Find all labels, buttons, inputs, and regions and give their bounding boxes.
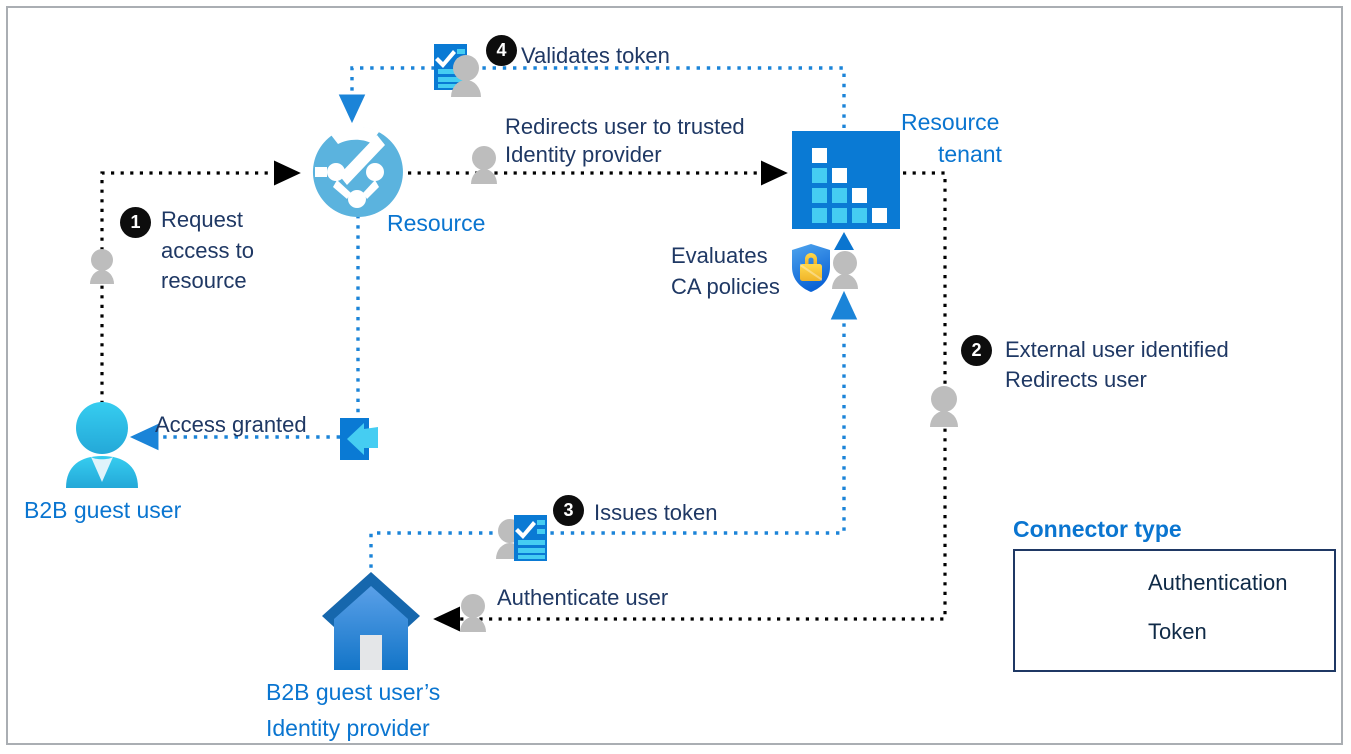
edge-label-redirect-line2: Identity provider [505, 142, 662, 167]
edge-label-ca-line1: Evaluates [671, 243, 768, 268]
person-gray-icon-step1 [90, 249, 114, 284]
step-badge-2: 2 [961, 335, 992, 366]
legend-box [1013, 549, 1336, 672]
step-label-2-line2: Redirects user [1005, 367, 1147, 392]
legend-item-label-token: Token [1148, 619, 1207, 644]
token-person-icon-3 [496, 515, 547, 561]
node-label-idp-line1: B2B guest user’s [266, 679, 441, 705]
step-badge-3: 3 [553, 495, 584, 526]
legend-item-label-authentication: Authentication [1148, 570, 1288, 595]
legend-title: Connector type [1013, 516, 1182, 542]
edge-label-redirect-line1: Redirects user to trusted [505, 114, 745, 139]
diagram-border [6, 6, 1343, 745]
step-badge-4: 4 [486, 35, 517, 66]
edge-label-access-granted: Access granted [155, 412, 307, 437]
ca-policy-arrow-icon [834, 232, 854, 250]
sign-in-arrow-icon [340, 418, 378, 460]
node-label-resource-tenant-line2: tenant [938, 141, 1002, 167]
home-icon [322, 572, 420, 670]
person-gray-icon-authenticate [460, 594, 486, 632]
node-label-resource: Resource [387, 210, 486, 236]
connector-validates-token [338, 66, 846, 128]
step-badge-1: 1 [120, 207, 151, 238]
node-label-idp-line2: Identity provider [266, 715, 430, 741]
step-label-1-line2: access to [161, 238, 254, 263]
step-label-1-line1: Request [161, 207, 243, 232]
node-label-guest-user: B2B guest user [24, 497, 182, 523]
tenant-grid-icon [792, 131, 900, 229]
step-label-1-line3: resource [161, 268, 247, 293]
token-person-icon-4 [434, 44, 481, 97]
person-gray-icon-step2 [930, 386, 958, 427]
globe-icon [312, 126, 403, 217]
connector-issues-token [369, 290, 858, 578]
edge-label-ca-line2: CA policies [671, 274, 780, 299]
connector-external-user-identified [433, 171, 947, 632]
step-label-2-line1: External user identified [1005, 337, 1229, 362]
edge-label-authenticate-user: Authenticate user [497, 585, 669, 610]
person-gray-icon-redirect [471, 146, 497, 184]
person-gray-icon [832, 251, 858, 289]
connector-request-access [100, 160, 301, 404]
step-label-3: Issues token [594, 500, 718, 525]
shield-lock-icon [792, 244, 830, 292]
person-blue-icon [66, 402, 138, 488]
node-label-resource-tenant-line1: Resource [901, 109, 1000, 135]
step-label-4: Validates token [521, 43, 670, 68]
